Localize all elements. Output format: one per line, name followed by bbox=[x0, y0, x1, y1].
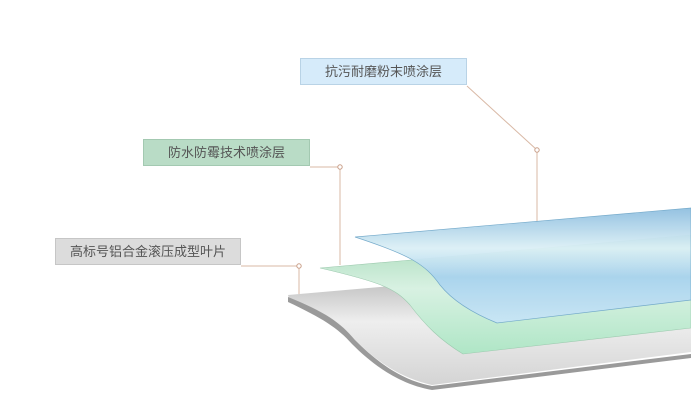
label-waterproof-coating: 防水防霉技术喷涂层 bbox=[143, 139, 310, 166]
aluminum-blade-edge bbox=[288, 297, 691, 390]
label-antifouling-coating: 抗污耐磨粉末喷涂层 bbox=[300, 58, 467, 85]
antifouling-coating-layer bbox=[354, 207, 691, 324]
leader-line-top bbox=[466, 85, 540, 222]
leader-line-middle bbox=[310, 164, 343, 265]
label-aluminum-blade: 高标号铝合金滚压成型叶片 bbox=[55, 238, 241, 265]
leader-line-bottom bbox=[241, 263, 302, 294]
